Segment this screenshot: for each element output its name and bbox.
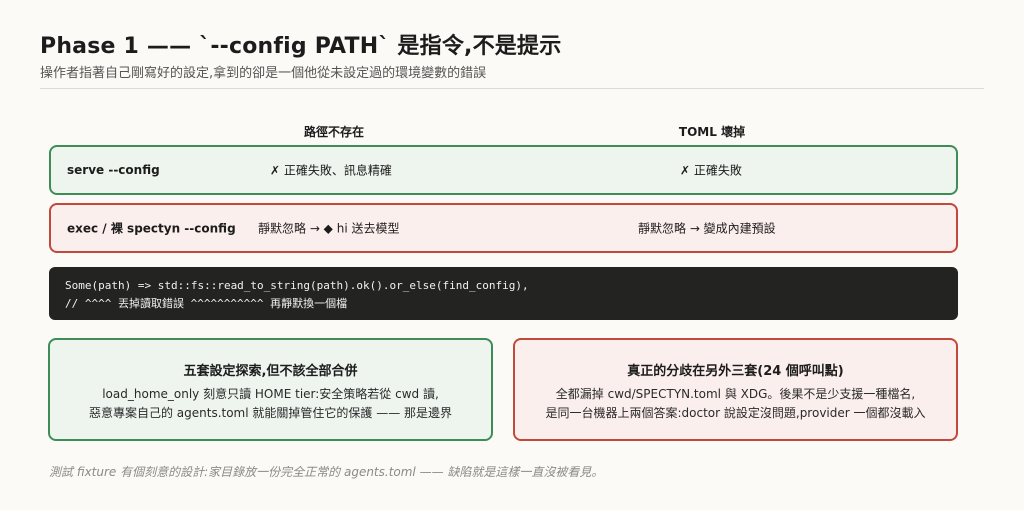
card-title: 五套設定探索,但不該全部合併 — [183, 364, 358, 379]
code-snippet: Some(path) => std::fs::read_to_string(pa… — [49, 267, 958, 320]
code-comment-line: // ^^^^ 丟掉讀取錯誤 ^^^^^^^^^^^ 再靜默換一個檔 — [65, 297, 348, 310]
card-text-line: 全都漏掉 cwd/SPECTYN.toml 與 XDG。後果不是少支援一種檔名, — [555, 387, 916, 401]
page-subtitle: 操作者指著自己剛寫好的設定,拿到的卻是一個他從未設定過的環境變數的錯誤 — [40, 66, 487, 81]
card-title: 真正的分歧在另外三套(24 個呼叫點) — [627, 364, 844, 379]
row-label: serve --config — [67, 163, 160, 177]
header-divider — [40, 88, 984, 89]
cell-path-missing: ✗ 正確失敗、訊息精確 — [270, 163, 392, 178]
row-exec-config: exec / 裸 spectyn --config 靜默忽略 → ◆ hi 送去… — [49, 203, 958, 253]
row-serve-config: serve --config ✗ 正確失敗、訊息精確 ✗ 正確失敗 — [49, 145, 958, 195]
column-header-toml-broken: TOML 壞掉 — [678, 125, 746, 139]
column-header-path-missing: 路徑不存在 — [303, 125, 365, 139]
card-text-line: load_home_only 刻意只讀 HOME tier:安全策略若從 cwd… — [102, 387, 439, 401]
page-title: Phase 1 —— `--config PATH` 是指令,不是提示 — [40, 34, 562, 59]
card-text-line: 是同一台機器上兩個答案:doctor 說設定沒問題,provider 一個都沒載… — [545, 406, 926, 420]
card-real-divergence: 真正的分歧在另外三套(24 個呼叫點) 全都漏掉 cwd/SPECTYN.tom… — [513, 338, 958, 441]
card-five-config-discovery: 五套設定探索,但不該全部合併 load_home_only 刻意只讀 HOME … — [48, 338, 493, 441]
code-line: Some(path) => std::fs::read_to_string(pa… — [65, 279, 529, 292]
cell-path-missing: 靜默忽略 → ◆ hi 送去模型 — [258, 221, 400, 236]
row-label: exec / 裸 spectyn --config — [67, 221, 236, 236]
cell-toml-broken: ✗ 正確失敗 — [680, 163, 742, 178]
card-text-line: 惡意專案自己的 agents.toml 就能關掉管住它的保護 —— 那是邊界 — [88, 406, 453, 420]
footnote: 測試 fixture 有個刻意的設計:家目錄放一份完全正常的 agents.to… — [49, 465, 604, 479]
cell-toml-broken: 靜默忽略 → 變成內建預設 — [638, 221, 776, 236]
